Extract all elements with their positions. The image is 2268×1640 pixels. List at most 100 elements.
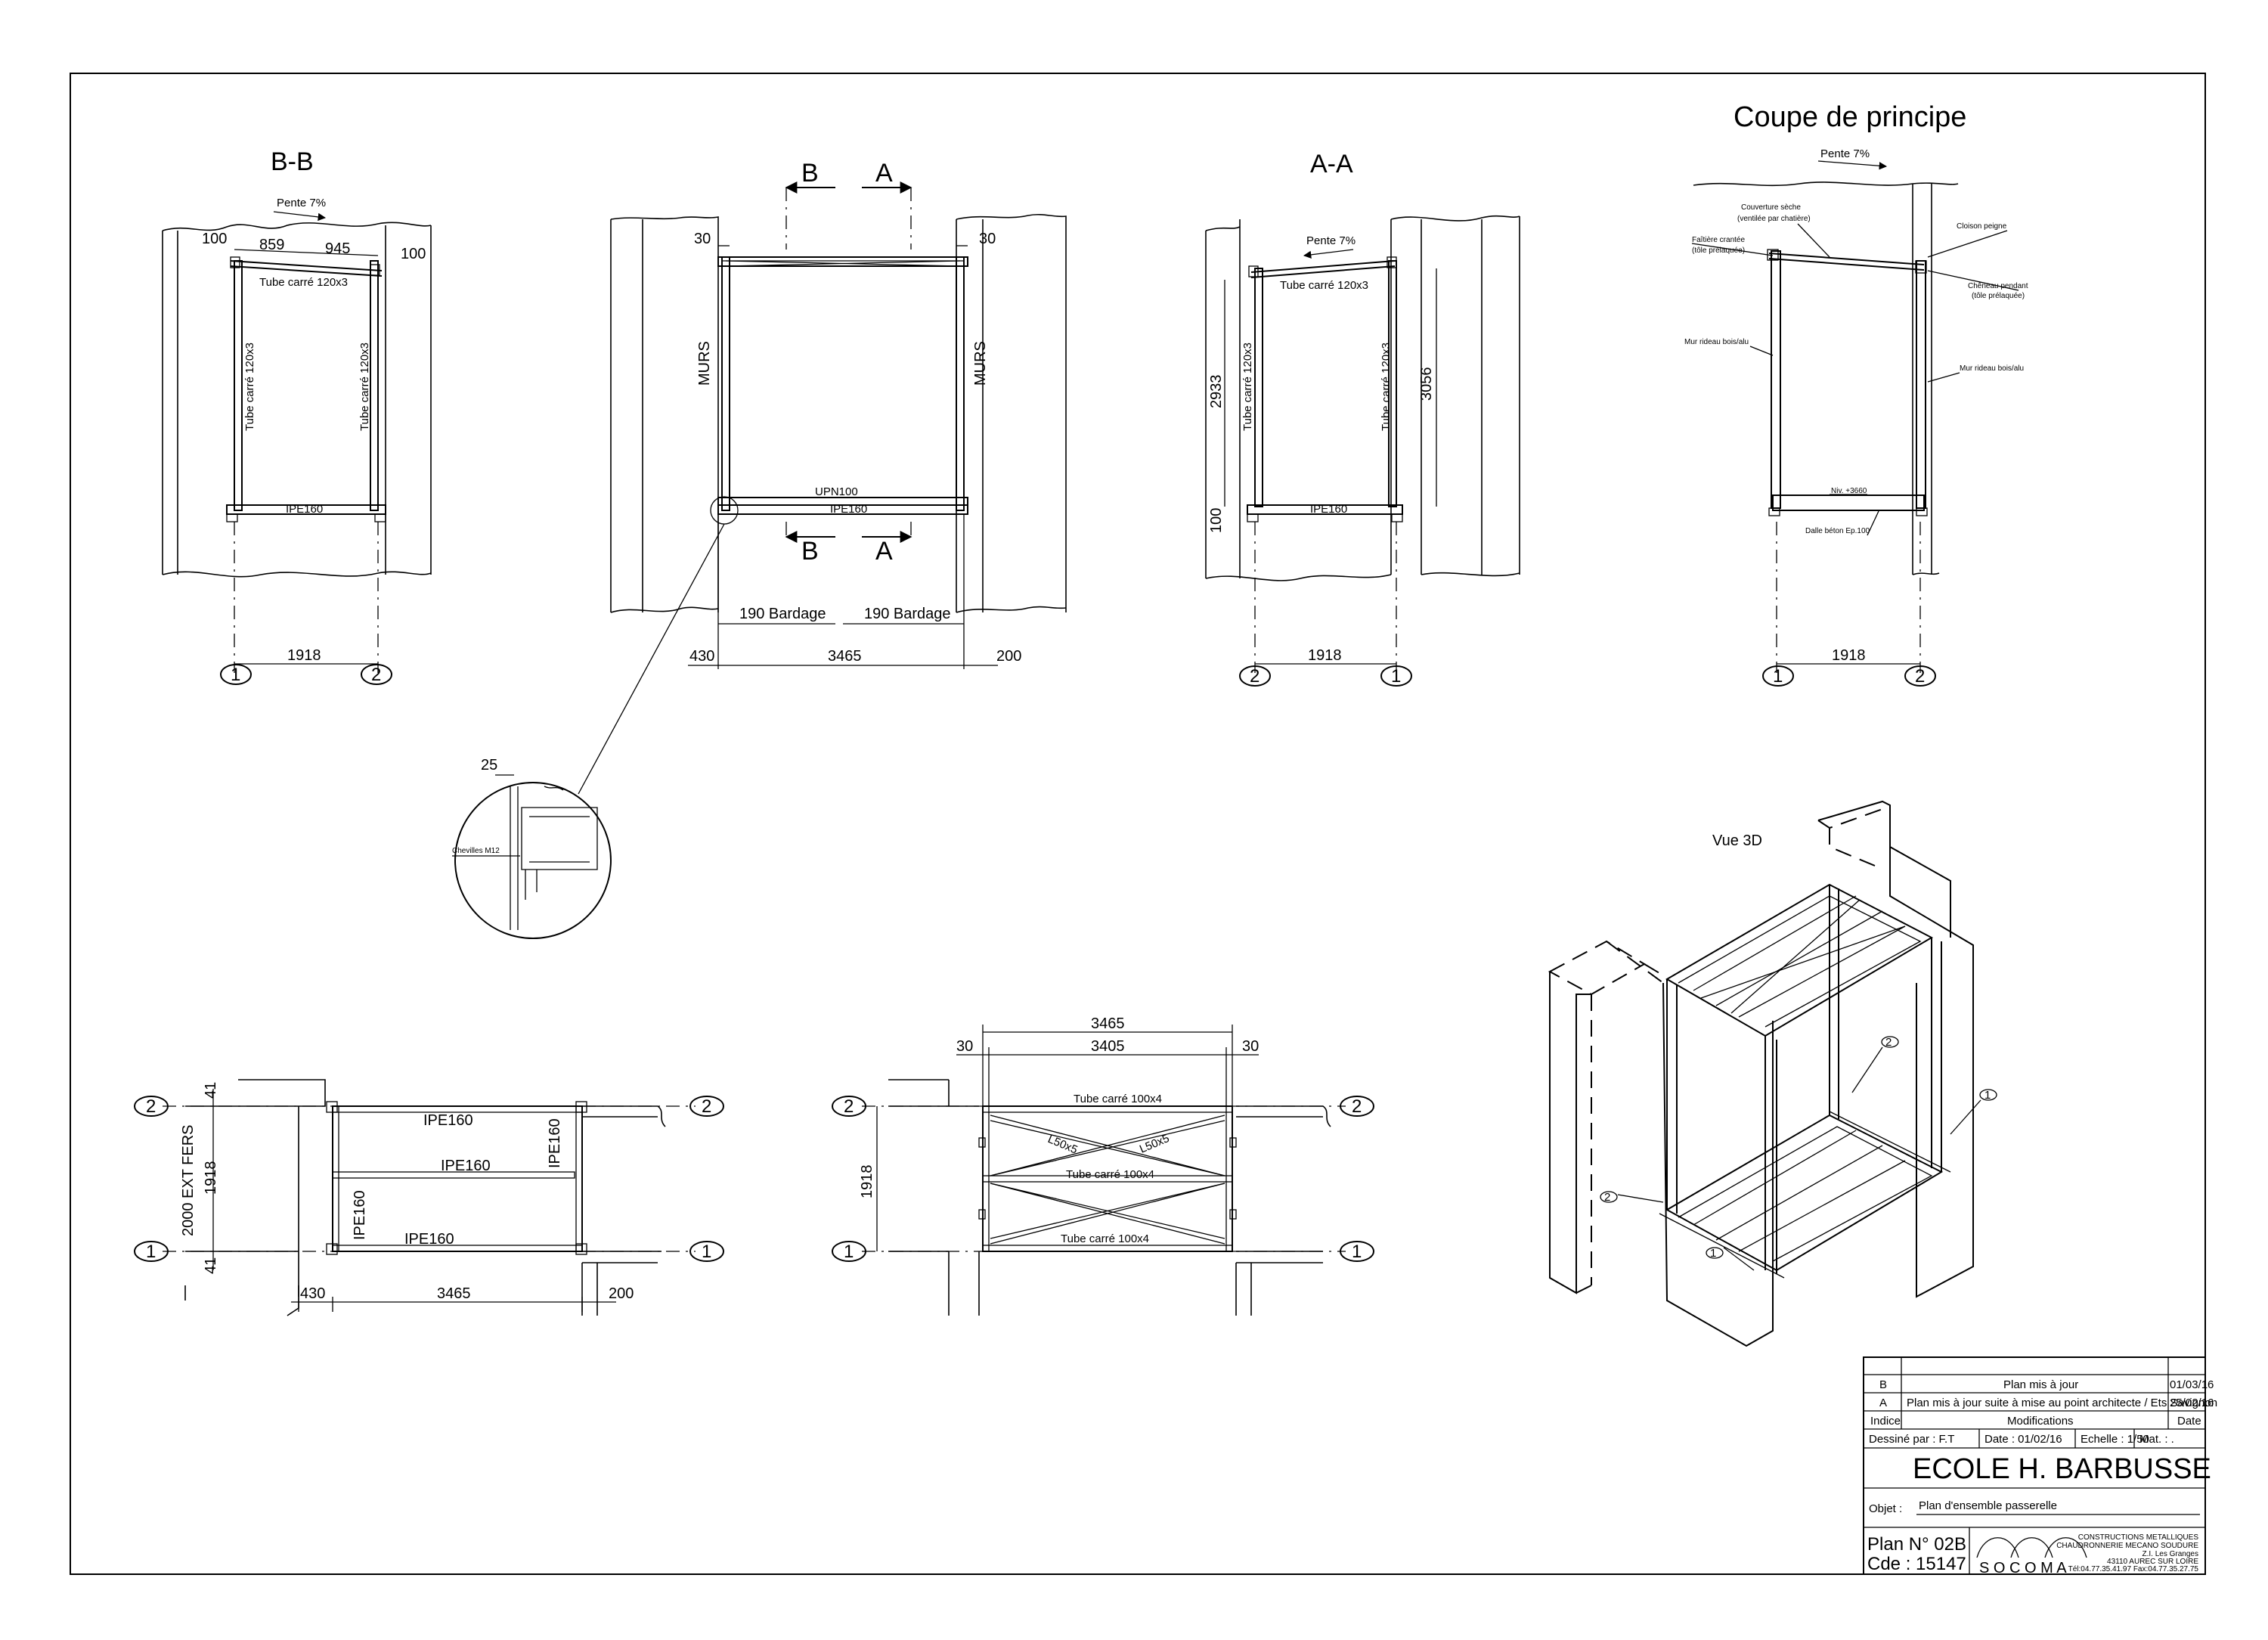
logo: S O C O M A: [1979, 1560, 2067, 1576]
aa-title: A-A: [1310, 150, 1353, 178]
plan1-ipe-bot: IPE160: [404, 1231, 454, 1248]
plan1-dim-3465: 3465: [437, 1285, 471, 1302]
rev-b-modif: Plan mis à jour: [2003, 1378, 2078, 1391]
coupe-cheneau-sub: (tôle prélaquée): [1972, 292, 2025, 300]
coupe-couverture-sub: (ventilée par chatière): [1737, 215, 1811, 223]
front-sec-b-bot: B: [801, 537, 819, 566]
aa-tube-left: Tube carré 120x3: [1241, 343, 1254, 431]
projet: ECOLE H. BARBUSSE: [1913, 1453, 2211, 1485]
view-front: B A 30 30 MURS MURS UPN100 IPE160 B A: [578, 159, 1067, 795]
aa-tube-top: Tube carré 120x3: [1280, 279, 1368, 292]
view-aa: A-A Pente 7% Tube carré 120x3 Tube carré…: [1205, 150, 1520, 687]
bb-tube-left: Tube carré 120x3: [243, 343, 256, 431]
company-4: 43110 AUREC SUR LOIRE: [2107, 1558, 2198, 1566]
view-coupe: Coupe de principe Pente 7% Couverture sè…: [1684, 101, 2028, 687]
aa-dim-3056: 3056: [1418, 367, 1435, 401]
coupe-pente: Pente 7%: [1820, 147, 1870, 160]
bb-axis-2: 2: [371, 665, 381, 685]
plan2-dim-1918: 1918: [859, 1165, 875, 1199]
company-2: CHAUDRONNERIE MECANO SOUDURE: [2056, 1542, 2198, 1550]
aa-ipe: IPE160: [1310, 503, 1347, 516]
aa-dim-100: 100: [1208, 508, 1225, 533]
coupe-faitiere: Faîtière crantée: [1692, 236, 1745, 244]
bb-dim-1918: 1918: [287, 647, 321, 664]
vue3d-axis-2b: 2: [1604, 1191, 1610, 1204]
cde: Cde : 15147: [1867, 1554, 1966, 1574]
coupe-axis-2: 2: [1915, 666, 1925, 687]
plan1-axis-2-right: 2: [702, 1096, 711, 1117]
plan-n: Plan N° 02B: [1867, 1534, 1966, 1555]
bb-pente: Pente 7%: [277, 197, 326, 209]
plan1-ipe-top: IPE160: [423, 1112, 473, 1129]
coupe-couverture: Couverture sèche: [1741, 203, 1801, 212]
plan1-dim-41-top: 41: [203, 1082, 219, 1099]
plan1-axis-2-left: 2: [146, 1096, 156, 1117]
front-dim-30-right: 30: [979, 231, 996, 247]
front-dim-430: 430: [689, 648, 714, 665]
plan2-dim-30-left: 30: [956, 1038, 973, 1055]
aa-dim-1918: 1918: [1308, 647, 1342, 664]
front-bardage-left: 190 Bardage: [739, 606, 826, 622]
plan1-axis-1-left: 1: [146, 1242, 156, 1262]
view-detail: 25 Chevilles M12: [452, 757, 612, 939]
bb-dim-100-right: 100: [401, 246, 426, 262]
rev-a-modif: Plan mis à jour suite à mise au point ar…: [1907, 1397, 2217, 1409]
coupe-niv: Niv. +3660: [1831, 487, 1867, 495]
echelle: Echelle : 1/50: [2081, 1433, 2149, 1446]
bb-dim-100-left: 100: [202, 231, 227, 247]
hdr-date: Date: [2177, 1415, 2201, 1428]
plan1-ipe-left: IPE160: [352, 1190, 368, 1240]
objet-label: Objet :: [1869, 1502, 1902, 1515]
vue3d-axis-2a: 2: [1885, 1036, 1892, 1049]
plan1-axis-1-right: 1: [702, 1242, 711, 1262]
front-ipe: IPE160: [830, 503, 867, 516]
plan2-dim-30-right: 30: [1242, 1038, 1259, 1055]
view-plan-ipe: 2 1 2 1 IPE160 IPE160 IPE160 IPE160 IPE1…: [134, 1079, 724, 1316]
front-murs-right: MURS: [972, 341, 989, 386]
plan1-dim-200: 200: [609, 1285, 634, 1302]
plan1-dim-2000: 2000 EXT FERS: [180, 1125, 197, 1236]
vue3d-axis-1a: 1: [1984, 1089, 1991, 1102]
plan2-axis-1-left: 1: [844, 1242, 854, 1262]
rev-a-date: 25/02/16: [2170, 1397, 2214, 1409]
front-murs-left: MURS: [696, 341, 713, 386]
objet: Plan d'ensemble passerelle: [1919, 1499, 2057, 1512]
plan2-axis-2-right: 2: [1352, 1096, 1362, 1117]
bb-tube-top: Tube carré 120x3: [259, 276, 348, 289]
hdr-modif: Modifications: [2007, 1415, 2074, 1428]
rev-b-indice: B: [1879, 1378, 1887, 1391]
sheet-border: [70, 73, 2206, 1575]
plan2-l50-left: L50x5: [1046, 1133, 1079, 1157]
view-3d: Vue 3D 2 1 2 1: [1548, 800, 1997, 1347]
plan2-l50-right: L50x5: [1138, 1132, 1171, 1156]
company-3: Z.I. Les Granges: [2143, 1550, 2198, 1558]
coupe-dalle: Dalle béton Ep.100: [1805, 527, 1870, 535]
plan2-dim-3405: 3405: [1091, 1038, 1125, 1055]
plan2-tube-mid: Tube carré 100x4: [1066, 1168, 1154, 1181]
company-5: Tél:04.77.35.41.97 Fax:04.77.35.27.75: [2068, 1565, 2199, 1573]
front-dim-3465: 3465: [828, 648, 862, 665]
vue3d-title: Vue 3D: [1712, 832, 1762, 849]
dessine: Dessiné par : F.T: [1869, 1433, 1954, 1446]
plan1-dim-1918: 1918: [203, 1161, 219, 1195]
bb-dim-945: 945: [325, 240, 350, 257]
company-1: CONSTRUCTIONS METALLIQUES: [2078, 1533, 2199, 1542]
plan2-tube-bot: Tube carré 100x4: [1061, 1232, 1149, 1245]
view-bb: B-B Pente 7% 100 859 945 100 Tube carré …: [162, 147, 432, 685]
plan2-axis-2-left: 2: [844, 1096, 854, 1117]
bb-tube-right: Tube carré 120x3: [358, 343, 371, 431]
bb-ipe: IPE160: [286, 503, 323, 516]
front-upn: UPN100: [815, 485, 858, 498]
coupe-cloison: Cloison peigne: [1957, 222, 2007, 231]
detail-chevilles: Chevilles M12: [452, 847, 500, 855]
coupe-mur-right: Mur rideau bois/alu: [1960, 364, 2024, 373]
front-sec-a-bot: A: [875, 537, 893, 566]
bb-axis-1: 1: [231, 665, 240, 685]
coupe-faitiere-sub: (tôle prélaquée): [1692, 246, 1745, 255]
aa-axis-2: 2: [1250, 666, 1259, 687]
bb-title: B-B: [271, 147, 314, 176]
plan2-axis-1-right: 1: [1352, 1242, 1362, 1262]
plan1-ipe-right: IPE160: [547, 1118, 563, 1168]
coupe-axis-1: 1: [1773, 666, 1783, 687]
